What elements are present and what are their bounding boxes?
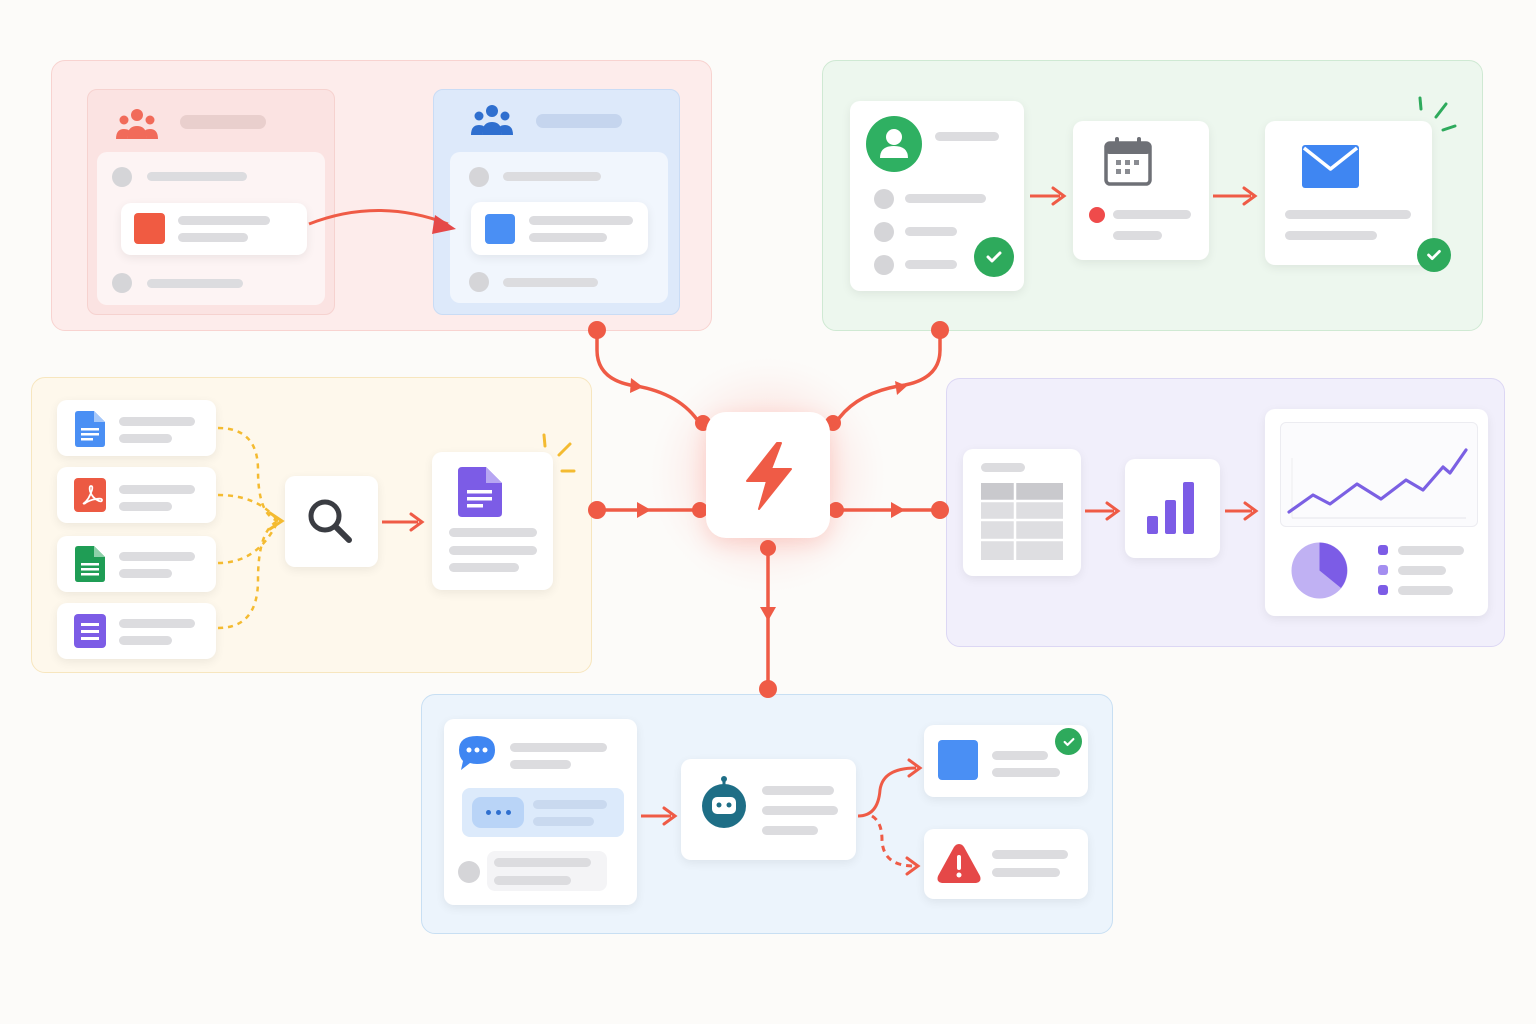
bar-chart-icon — [1147, 482, 1194, 534]
list-bullet — [469, 167, 489, 187]
placeholder-line — [529, 216, 633, 225]
typing-indicator-icon — [472, 797, 524, 828]
reply-bubble — [487, 851, 607, 891]
legend-swatch — [1378, 585, 1388, 595]
user-group-icon — [116, 109, 158, 139]
placeholder-line — [533, 800, 607, 809]
placeholder-line — [494, 876, 571, 885]
legend-swatch — [1378, 545, 1388, 555]
placeholder-line — [1113, 231, 1162, 240]
placeholder-line — [147, 279, 243, 288]
envelope-icon — [1302, 145, 1359, 188]
red-square-icon — [134, 213, 165, 244]
placeholder-line — [119, 569, 172, 578]
pdf-icon — [74, 478, 106, 512]
warning-triangle-icon — [937, 844, 981, 883]
placeholder-line — [905, 260, 957, 269]
placeholder-line — [762, 826, 818, 835]
check-circle-icon — [1055, 728, 1082, 755]
legend-swatch — [1378, 565, 1388, 575]
list-bullet — [112, 167, 132, 187]
placeholder-line — [905, 227, 957, 236]
list-bullet — [458, 861, 480, 883]
placeholder-line — [992, 850, 1068, 859]
user-avatar-icon — [866, 116, 922, 172]
hub-arrowhead — [891, 502, 905, 518]
placeholder-line — [992, 768, 1060, 777]
placeholder-line — [1113, 210, 1191, 219]
placeholder-line — [992, 751, 1048, 760]
list-bullet — [874, 189, 894, 209]
placeholder-line — [503, 278, 598, 287]
placeholder-line — [449, 546, 537, 555]
line-chart-panel — [1280, 422, 1478, 527]
placeholder-line — [178, 216, 270, 225]
placeholder-line — [1285, 231, 1377, 240]
placeholder-line — [119, 619, 195, 628]
lightning-bolt-icon — [746, 442, 792, 510]
pie-chart-icon — [1291, 542, 1348, 599]
table-icon — [981, 483, 1063, 560]
placeholder-line — [449, 563, 519, 572]
placeholder-line — [147, 172, 247, 181]
blue-square-icon — [485, 214, 515, 244]
placeholder-line — [1398, 586, 1453, 595]
placeholder-line — [536, 114, 622, 128]
placeholder-line — [119, 636, 172, 645]
placeholder-line — [449, 528, 537, 537]
list-bullet — [874, 255, 894, 275]
sheet-icon — [75, 546, 105, 582]
placeholder-line — [1285, 210, 1411, 219]
placeholder-line — [762, 786, 834, 795]
hub-arrowhead — [637, 502, 651, 518]
placeholder-line — [533, 817, 594, 826]
user-group-icon — [471, 105, 513, 135]
line-chart-icon — [1287, 448, 1468, 519]
placeholder-line — [510, 743, 607, 752]
placeholder-line — [178, 233, 248, 242]
document-icon — [458, 467, 502, 517]
placeholder-line — [119, 502, 172, 511]
placeholder-line — [119, 552, 195, 561]
placeholder-line — [510, 760, 571, 769]
list-bullet — [112, 273, 132, 293]
search-card[interactable] — [285, 476, 378, 567]
list-bullet — [469, 272, 489, 292]
list-bullet — [874, 222, 894, 242]
check-circle-icon — [1417, 238, 1451, 272]
check-circle-icon — [974, 237, 1014, 277]
placeholder-line — [503, 172, 601, 181]
email-card[interactable] — [1265, 121, 1432, 265]
placeholder-line — [119, 434, 172, 443]
placeholder-line — [981, 463, 1025, 472]
event-marker — [1089, 207, 1105, 223]
hub-arrowhead — [630, 378, 643, 393]
hub-arrowhead — [760, 607, 776, 621]
placeholder-line — [180, 115, 266, 129]
placeholder-line — [494, 858, 591, 867]
placeholder-line — [119, 485, 195, 494]
form-icon — [74, 614, 106, 648]
placeholder-line — [992, 868, 1060, 877]
robot-icon — [702, 776, 746, 828]
hub-arrowhead — [895, 381, 907, 395]
chat-bubble-icon — [459, 736, 495, 770]
placeholder-line — [1398, 566, 1446, 575]
placeholder-line — [529, 233, 607, 242]
placeholder-line — [905, 194, 986, 203]
placeholder-line — [935, 132, 999, 141]
placeholder-line — [762, 806, 838, 815]
google-doc-icon — [75, 411, 105, 447]
blue-square-icon — [938, 740, 978, 780]
placeholder-line — [1398, 546, 1464, 555]
placeholder-line — [119, 417, 195, 426]
calendar-icon — [1104, 137, 1152, 186]
magnifier-icon — [308, 499, 352, 543]
